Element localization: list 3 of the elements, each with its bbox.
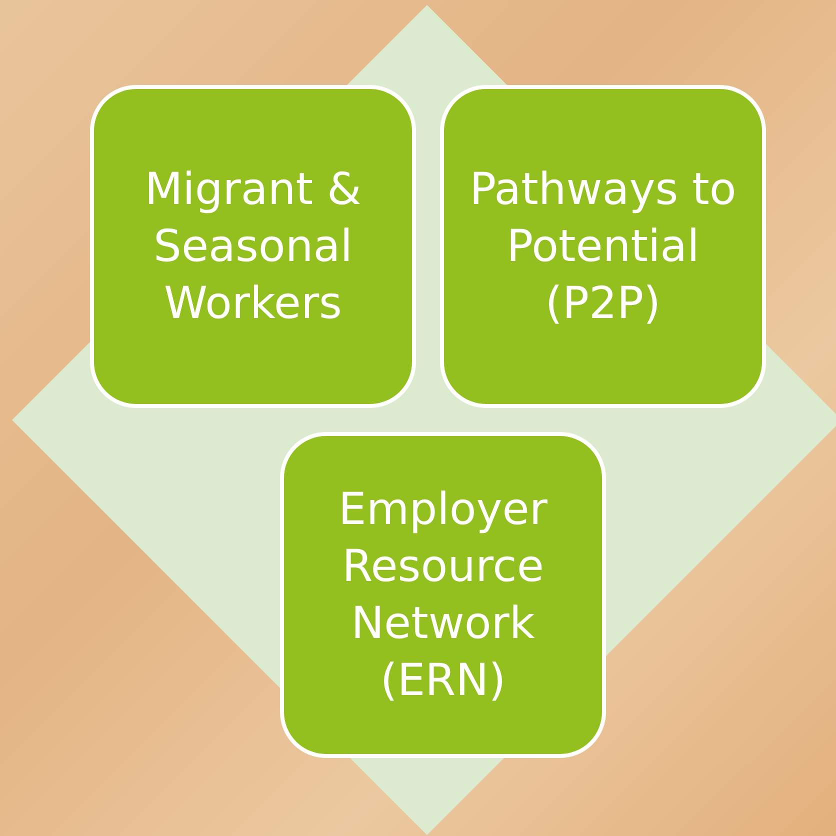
box-label: Migrant & Seasonal Workers <box>144 162 362 332</box>
box-label: Pathways to Potential (P2P) <box>468 162 738 332</box>
box-label: Employer Resource Network (ERN) <box>338 482 548 708</box>
